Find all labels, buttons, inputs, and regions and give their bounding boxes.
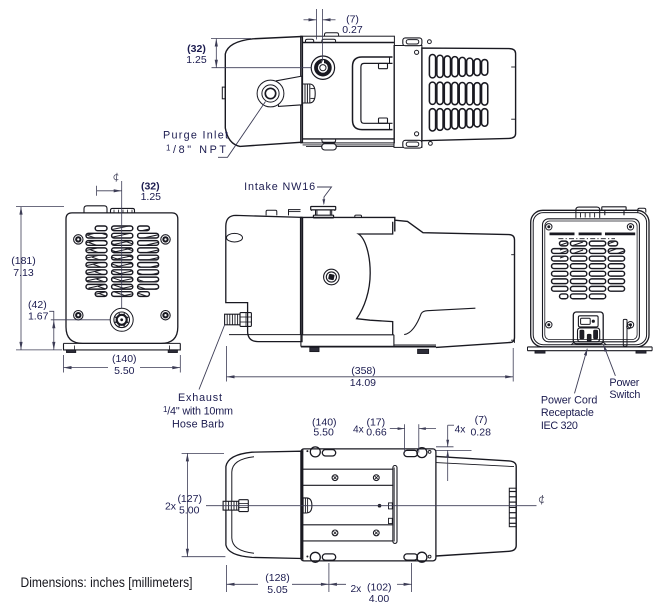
svg-text:(358): (358) bbox=[351, 365, 376, 377]
svg-text:Power: Power bbox=[609, 377, 639, 389]
svg-text:Receptacle: Receptacle bbox=[541, 407, 594, 419]
svg-text:1/8" NPT: 1/8" NPT bbox=[166, 143, 226, 156]
svg-text:4.00: 4.00 bbox=[369, 593, 390, 605]
svg-text:5.00: 5.00 bbox=[179, 504, 200, 516]
svg-text:Dimensions: inches [millimeter: Dimensions: inches [millimeters] bbox=[21, 574, 193, 590]
svg-text:Exhaust: Exhaust bbox=[178, 392, 222, 404]
svg-text:Hose Barb: Hose Barb bbox=[172, 418, 224, 430]
svg-text:0.66: 0.66 bbox=[366, 427, 387, 439]
svg-text:Intake NW16: Intake NW16 bbox=[244, 181, 315, 193]
svg-text:7.13: 7.13 bbox=[13, 267, 34, 279]
svg-text:IEC 320: IEC 320 bbox=[541, 420, 578, 432]
svg-text:5.05: 5.05 bbox=[267, 584, 288, 596]
svg-text:(140): (140) bbox=[112, 353, 137, 365]
svg-text:Power Cord: Power Cord bbox=[541, 395, 598, 407]
svg-text:5.50: 5.50 bbox=[114, 365, 135, 377]
svg-text:(42): (42) bbox=[28, 299, 47, 311]
svg-text:(32): (32) bbox=[187, 43, 206, 55]
svg-text:4x: 4x bbox=[353, 425, 364, 436]
svg-text:2x: 2x bbox=[351, 584, 362, 595]
svg-text:(128): (128) bbox=[265, 572, 290, 584]
svg-text:1.25: 1.25 bbox=[186, 54, 207, 66]
svg-text:(32): (32) bbox=[141, 181, 160, 193]
svg-text:(102): (102) bbox=[367, 581, 392, 593]
svg-text:1/4" with 10mm: 1/4" with 10mm bbox=[163, 405, 233, 418]
svg-text:2x: 2x bbox=[165, 501, 177, 513]
svg-text:(181): (181) bbox=[11, 255, 36, 267]
svg-text:Switch: Switch bbox=[609, 389, 640, 401]
svg-text:(17): (17) bbox=[366, 416, 385, 428]
svg-text:(7): (7) bbox=[346, 13, 359, 25]
svg-text:5.50: 5.50 bbox=[313, 427, 334, 439]
svg-text:(7): (7) bbox=[475, 414, 488, 426]
svg-text:1.25: 1.25 bbox=[141, 191, 162, 203]
svg-text:1.67: 1.67 bbox=[28, 311, 49, 323]
svg-text:Purge Inlet: Purge Inlet bbox=[163, 129, 228, 141]
svg-text:14.09: 14.09 bbox=[350, 377, 376, 389]
svg-text:(127): (127) bbox=[177, 493, 202, 505]
svg-text:0.27: 0.27 bbox=[342, 24, 363, 36]
svg-text:0.28: 0.28 bbox=[470, 426, 491, 438]
svg-text:4x: 4x bbox=[455, 425, 466, 436]
svg-text:(140): (140) bbox=[312, 416, 337, 428]
